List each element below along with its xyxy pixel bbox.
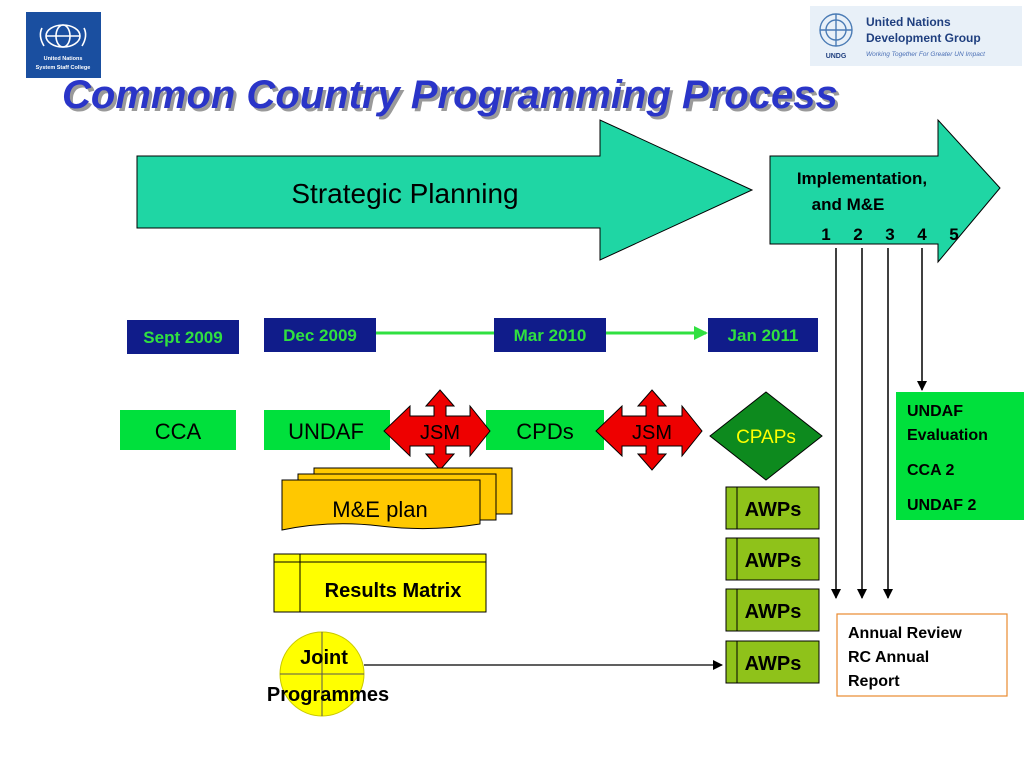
- jsm-label-2: JSM: [632, 422, 672, 444]
- cca-label: CCA: [155, 419, 202, 444]
- joint-programmes: Joint Programmes: [267, 631, 389, 717]
- undaf-box: [264, 410, 390, 450]
- jsm-cross-1: JSM: [383, 389, 491, 471]
- annual-line1: Annual Review: [848, 625, 962, 642]
- jsm-label-1: JSM: [420, 422, 460, 444]
- results-matrix-label: Results Matrix: [325, 580, 462, 602]
- unssc-logo-line1: United Nations: [44, 56, 83, 62]
- me-plan-label: M&E plan: [332, 497, 427, 522]
- undg-logo-tagline: Working Together For Greater UN Impact: [866, 51, 986, 58]
- awps-box-1: AWPs: [725, 486, 820, 530]
- implementation-arrow: [769, 118, 1001, 264]
- undg-logo-abbr: UNDG: [826, 53, 847, 60]
- evaluation-line3: CCA 2: [907, 462, 955, 479]
- evaluation-line1: UNDAF: [907, 403, 963, 420]
- joint-label-line1: Joint: [300, 647, 348, 669]
- cpds-box: [486, 410, 604, 450]
- evaluation-line4: UNDAF 2: [907, 497, 976, 514]
- cpaps-diamond: [709, 391, 823, 481]
- undg-logo-line2: Development Group: [866, 31, 981, 45]
- implementation-year-3: 3: [885, 225, 894, 244]
- annual-line2: RC Annual: [848, 649, 929, 666]
- annual-line3: Report: [848, 673, 900, 690]
- awps-box-3: AWPs: [725, 588, 820, 632]
- strategic-planning-arrow: [136, 119, 754, 261]
- evaluation-line2: Evaluation: [907, 427, 988, 444]
- annual-review-box: Annual Review RC Annual Report: [836, 613, 1008, 697]
- cpaps-label: CPAPs: [736, 427, 796, 448]
- un-emblem-icon: [819, 13, 853, 47]
- undg-logo-line1: United Nations: [866, 15, 951, 29]
- date-box-mar-2010: [494, 318, 606, 352]
- awps-label-2: AWPs: [745, 550, 802, 572]
- cca-box: [120, 410, 236, 450]
- strategic-planning-label: Strategic Planning: [291, 178, 518, 209]
- awps-label-1: AWPs: [745, 499, 802, 521]
- cpds-label: CPDs: [516, 419, 573, 444]
- date-box-jan-2011: [708, 318, 818, 352]
- date-mar-2010: Mar 2010: [514, 326, 587, 345]
- results-matrix-box: Results Matrix: [273, 553, 487, 613]
- jsm-cross-2: JSM: [595, 389, 703, 471]
- implementation-label-line1: Implementation,: [797, 169, 927, 188]
- me-plan-stack: M&E plan: [281, 467, 513, 531]
- unssc-logo-line2: System Staff College: [36, 65, 91, 71]
- awps-label-4: AWPs: [745, 653, 802, 675]
- page-title: Common Country Programming Process: [62, 73, 838, 117]
- date-sept-2009: Sept 2009: [143, 328, 222, 347]
- date-box-sept-2009: [127, 320, 239, 354]
- implementation-year-4: 4: [917, 225, 927, 244]
- date-box-dec-2009: [264, 318, 376, 352]
- unssc-logo: United Nations System Staff College: [26, 12, 101, 78]
- undaf-label: UNDAF: [288, 419, 364, 444]
- awps-label-3: AWPs: [745, 601, 802, 623]
- date-dec-2009: Dec 2009: [283, 326, 357, 345]
- undg-logo: UNDG United Nations Development Group Wo…: [810, 6, 1022, 66]
- date-jan-2011: Jan 2011: [728, 326, 799, 345]
- implementation-year-2: 2: [853, 225, 862, 244]
- implementation-year-1: 1: [821, 225, 830, 244]
- implementation-label-line2: and M&E: [812, 195, 885, 214]
- awps-box-4: AWPs: [725, 640, 820, 684]
- page-title-shadow: Common Country Programming Process: [65, 76, 841, 120]
- joint-label-line2: Programmes: [267, 684, 389, 706]
- undaf-evaluation-box: UNDAF Evaluation CCA 2 UNDAF 2: [896, 392, 1024, 520]
- implementation-year-5: 5: [949, 225, 958, 244]
- awps-box-2: AWPs: [725, 537, 820, 581]
- globe-emblem-icon: [39, 24, 87, 48]
